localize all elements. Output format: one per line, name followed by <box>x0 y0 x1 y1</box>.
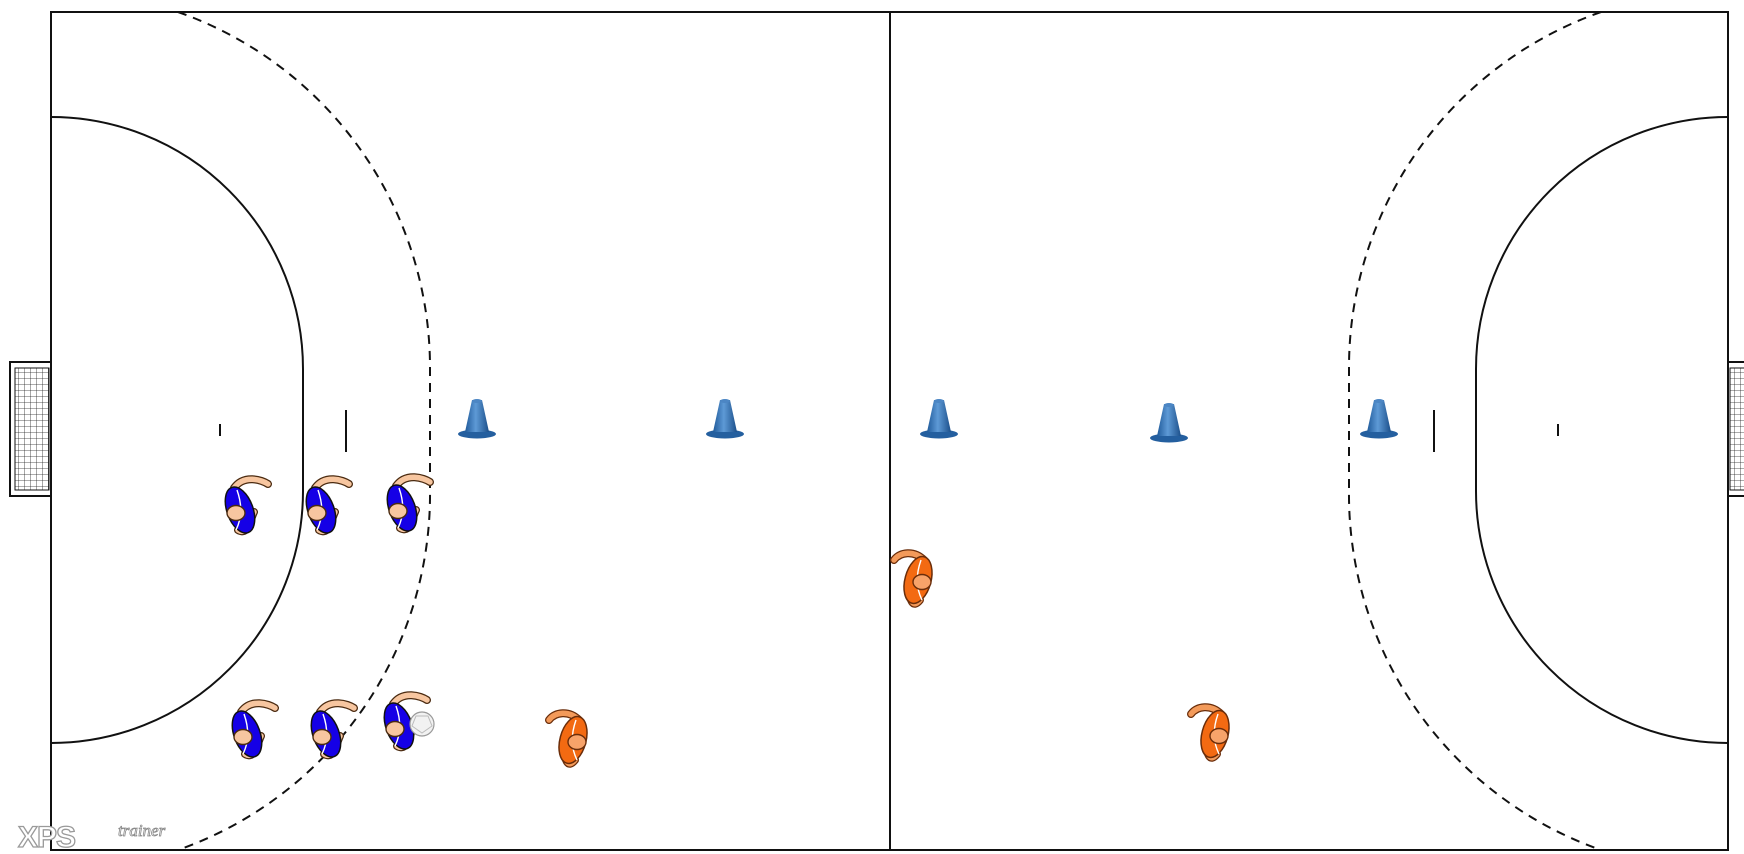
ball-icon <box>410 712 434 736</box>
xps-trainer-logo: XPS trainer <box>18 822 188 852</box>
logo-mark: XPS <box>18 824 75 852</box>
right-goal-icon <box>1728 362 1744 496</box>
logo-subtitle: trainer <box>118 822 165 840</box>
left-goal-icon <box>10 362 51 496</box>
